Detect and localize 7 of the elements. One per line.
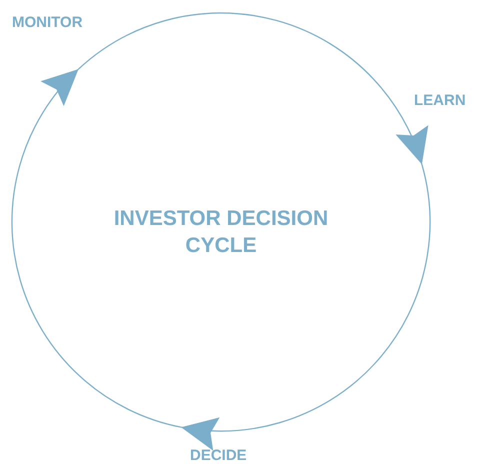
cycle-arrow [12, 68, 182, 428]
diagram-title: INVESTOR DECISION CYCLE [112, 206, 330, 259]
stage-label: MONITOR [12, 14, 83, 31]
stage-label: DECIDE [190, 447, 247, 464]
cycle-arrow [78, 12, 426, 165]
stage-label: LEARN [414, 92, 466, 109]
cycle-arrow [181, 164, 431, 449]
